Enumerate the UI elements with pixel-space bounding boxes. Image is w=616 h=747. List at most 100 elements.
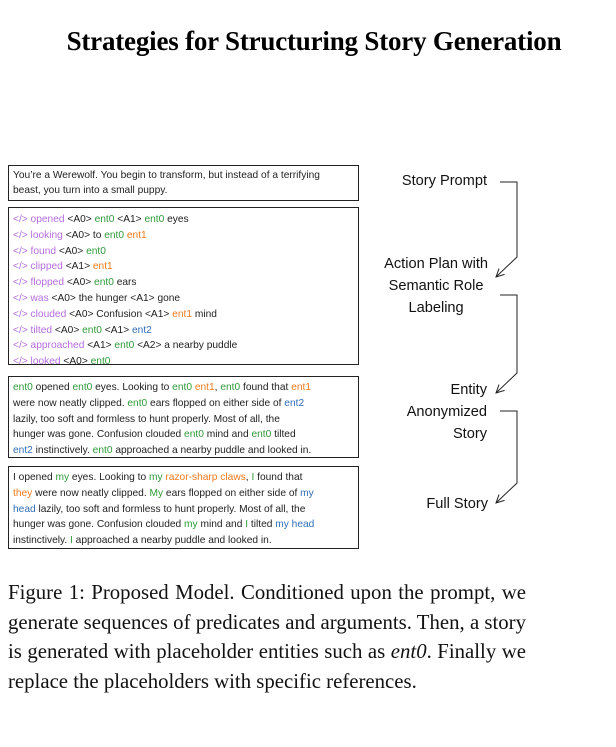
action-plan-label: Action Plan with Semantic Role Labeling xyxy=(384,253,488,319)
predicate-token: </> looking xyxy=(13,229,66,241)
text-segment: hunger was gone. Confusion clouded xyxy=(13,519,185,531)
plan-text-line: </> looking <A0> to ent0 ent1 xyxy=(13,228,354,244)
ent1-token: ent1 xyxy=(172,308,192,320)
ent0-token: ent0 xyxy=(104,229,125,241)
ent0-token: ent0 xyxy=(90,356,111,368)
plan-text-line: </> clouded <A0> Confusion <A1> ent1 min… xyxy=(13,307,354,323)
caption-text: Figure 1: Proposed Model. Conditioned up… xyxy=(8,581,526,663)
ent0-token: ent0 xyxy=(114,340,135,352)
text-segment: lazily, too soft and formless to hunt pr… xyxy=(13,413,280,425)
text-segment: were now neatly clipped. xyxy=(32,487,150,499)
text-segment: instinctively. xyxy=(13,535,70,547)
full-text-line: hunger was gone. Confusion clouded my mi… xyxy=(13,517,354,533)
text-segment: mind xyxy=(192,308,217,320)
text-segment: opened xyxy=(32,382,73,393)
story-prompt-box: You’re a Werewolf. You begin to transfor… xyxy=(8,165,359,201)
full-text-line: they were now neatly clipped. My ears fl… xyxy=(13,486,354,502)
plan-text-line: </> tilted <A0> ent0 <A1> ent2 xyxy=(13,323,354,339)
text-segment: approached a nearby puddle and looked in… xyxy=(72,535,272,547)
text-segment: <A0> Confusion <A1> xyxy=(69,308,173,320)
predicate-token: </> looked xyxy=(13,356,64,368)
text-segment: <A0> the hunger <A1> gone xyxy=(51,292,181,304)
figure-caption: Figure 1: Proposed Model. Conditioned up… xyxy=(8,578,526,696)
ent1-token: they xyxy=(13,487,33,499)
prompt-text-line: beast, you turn into a small puppy. xyxy=(13,183,354,198)
plan-text-line: </> flopped <A0> ent0 ears xyxy=(13,275,354,291)
ent0-token: ent0 xyxy=(86,245,106,257)
text-segment: <A0> xyxy=(66,277,95,289)
full-story-label: Full Story xyxy=(426,496,488,512)
plan-text-line: </> was <A0> the hunger <A1> gone xyxy=(13,291,354,307)
ent0-token: I xyxy=(251,472,255,483)
text-segment: <A1> xyxy=(65,261,93,273)
action-plan-label-line: Labeling xyxy=(408,300,464,316)
text-segment: <A1> xyxy=(87,340,115,352)
text-segment: approached a nearby puddle and looked in… xyxy=(112,445,312,457)
text-segment: <A0> xyxy=(54,324,83,336)
ent1-token: ent1 xyxy=(92,261,113,273)
text-segment: <A1> xyxy=(101,324,132,336)
plan-text-line: </> looked <A0> ent0 xyxy=(13,354,354,370)
ent2-token: my head xyxy=(275,519,315,531)
ent0-token: ent0 xyxy=(172,382,192,393)
plan-text-line: </> clipped <A1> ent1 xyxy=(13,259,354,275)
full-story-box: I opened my eyes. Looking to my razor-sh… xyxy=(8,466,359,549)
text-segment: <A0> xyxy=(63,356,91,368)
entity-label-line: Story xyxy=(452,426,487,442)
prompt-text-line: You’re a Werewolf. You begin to transfor… xyxy=(13,168,354,183)
text-segment: <A0> xyxy=(67,214,95,225)
text-segment: found that xyxy=(254,472,303,483)
arrow-plan-to-entity xyxy=(496,294,518,393)
ent1-token: razor-sharp claws xyxy=(165,472,246,483)
full-text-line: head lazily, too soft and formless to hu… xyxy=(13,502,354,518)
plan-text-line: </> approached <A1> ent0 <A2> a nearby p… xyxy=(13,338,354,354)
ent2-token: ent2 xyxy=(131,324,152,336)
entity-text-line: were now neatly clipped. ent0 ears flopp… xyxy=(13,396,354,412)
entity-label-line: Entity xyxy=(450,382,488,398)
entity-text-line: ent0 opened ent0 eyes. Looking to ent0 e… xyxy=(13,380,354,396)
text-segment: hunger was gone. Confusion clouded xyxy=(13,429,185,441)
text-segment: ears flopped on either side of xyxy=(147,397,285,409)
text-segment: tilted xyxy=(248,519,276,531)
entity-text-line: hunger was gone. Confusion clouded ent0 … xyxy=(13,427,354,443)
ent1-token: ent1 xyxy=(291,382,311,393)
ent0-token: ent0 xyxy=(220,382,241,393)
action-plan-box: </> opened <A0> ent0 <A1> ent0 eyes </> l… xyxy=(8,207,359,367)
story-prompt-label: Story Prompt xyxy=(401,173,487,189)
text-segment: , xyxy=(214,382,221,393)
ent0-token: ent0 xyxy=(82,324,102,336)
text-segment: <A2> a nearby puddle xyxy=(134,340,238,352)
action-plan-label-line: Action Plan with xyxy=(384,256,488,272)
ent1-token: ent1 xyxy=(194,382,215,393)
figure-title: Strategies for Structuring Story Generat… xyxy=(66,26,562,56)
entity-anonymized-story-box: ent0 opened ent0 eyes. Looking to ent0 e… xyxy=(8,376,359,458)
predicate-token: </> clipped xyxy=(13,261,66,273)
text-segment: ears flopped on either side of xyxy=(163,487,301,499)
ent2-token: head xyxy=(13,503,36,515)
arrow-entity-to-full xyxy=(496,410,518,503)
ent0-token: ent0 xyxy=(144,214,165,225)
text-segment: You’re a Werewolf. You begin to transfor… xyxy=(13,170,320,181)
entity-label-line: Anonymized xyxy=(406,404,487,420)
predicate-token: </> was xyxy=(13,292,52,304)
full-text-line: instinctively. I approached a nearby pud… xyxy=(13,533,354,549)
predicate-token: </> approached xyxy=(13,340,88,352)
text-segment: found that xyxy=(240,382,292,393)
full-text-line: I opened my eyes. Looking to my razor-sh… xyxy=(13,470,354,486)
text-segment: ears xyxy=(113,277,137,289)
text-segment: beast, you turn into a small puppy. xyxy=(13,185,168,196)
ent0-token: I xyxy=(70,535,73,547)
predicate-token: </> opened xyxy=(13,214,68,225)
text-segment: eyes xyxy=(164,214,189,225)
text-segment: mind and xyxy=(203,429,252,441)
ent0-token: ent0 xyxy=(251,429,272,441)
caption-text-end: . Finally we replace the placeholders wi… xyxy=(8,640,526,693)
arrow-prompt-to-plan xyxy=(496,181,518,277)
text-segment: lazily, too soft and formless to hunt pr… xyxy=(35,503,306,515)
predicate-token: </> tilted xyxy=(13,324,55,336)
predicate-token: </> clouded xyxy=(13,308,70,320)
entity-text-line: ent2 instinctively. ent0 approached a ne… xyxy=(13,443,354,459)
entity-anonymized-label: Entity Anonymized Story xyxy=(407,379,487,445)
text-segment: <A0> to xyxy=(65,229,105,241)
